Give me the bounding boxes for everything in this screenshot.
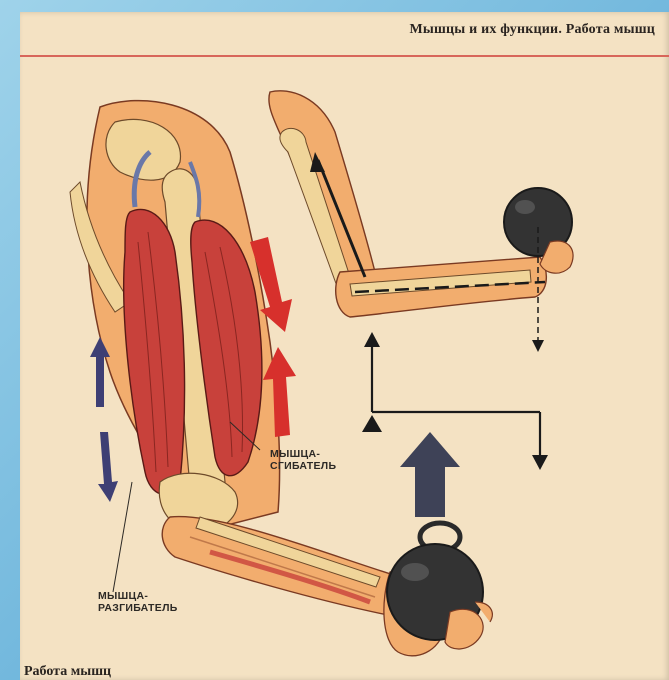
forearm-skin bbox=[162, 517, 411, 617]
lever-schematic bbox=[362, 332, 548, 517]
big-up-arrow bbox=[400, 432, 460, 517]
extensor-muscle-label: МЫШЦА- РАЗГИБАТЕЛЬ bbox=[98, 590, 178, 614]
blue-arrow-down bbox=[98, 432, 118, 502]
textbook-page: Мышцы и их функции. Работа мышц bbox=[20, 12, 669, 680]
extensor-muscle bbox=[124, 209, 185, 494]
flexor-label-line1: МЫШЦА- bbox=[270, 448, 336, 460]
extensor-label-line2: РАЗГИБАТЕЛЬ bbox=[98, 602, 178, 614]
flexor-muscle-label: МЫШЦА- СГИБАТЕЛЬ bbox=[270, 448, 336, 472]
figure-caption: Работа мышц bbox=[24, 664, 111, 680]
arm-muscle-illustration bbox=[20, 12, 669, 680]
fulcrum bbox=[362, 415, 382, 432]
flexor-label-line2: СГИБАТЕЛЬ bbox=[270, 460, 336, 472]
lever-arm-figure bbox=[269, 91, 573, 352]
extensor-label-line1: МЫШЦА- bbox=[98, 590, 178, 602]
